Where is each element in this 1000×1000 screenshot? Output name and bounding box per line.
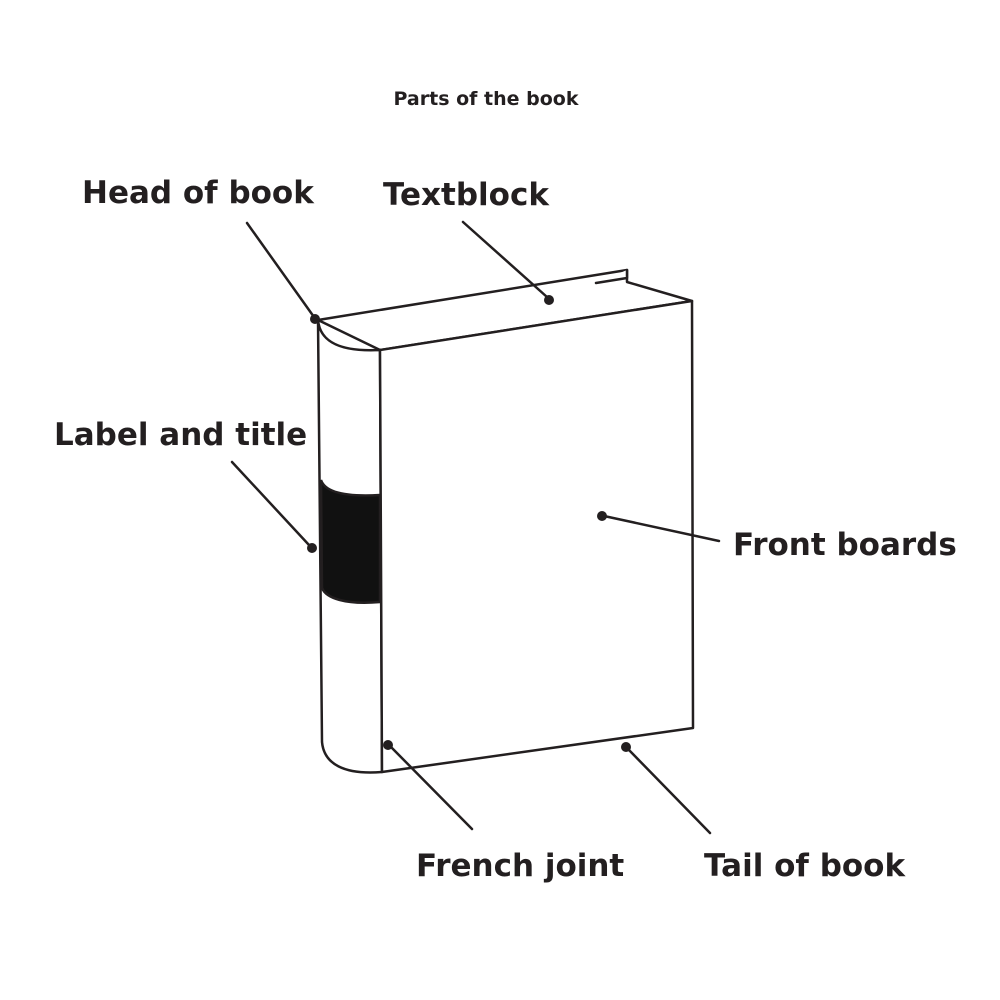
label-label-and-title: Label and title (54, 417, 307, 453)
label-french-joint: French joint (416, 848, 624, 884)
callout-french-joint: French joint (383, 740, 624, 884)
textblock-back-edge (594, 268, 629, 285)
callout-head-of-book: Head of book (82, 175, 320, 324)
callout-tail-of-book: Tail of book (621, 742, 906, 884)
leader-label-and-title (230, 460, 311, 547)
front-board (378, 299, 695, 774)
leader-head-of-book (245, 221, 316, 319)
spine-label-patch (319, 479, 382, 604)
callout-front-boards: Front boards (597, 511, 957, 563)
leader-tail-of-book (626, 747, 712, 835)
leader-french-joint (388, 744, 474, 831)
pointer-dot-label-and-title (307, 543, 317, 553)
callout-textblock: Textblock (383, 177, 554, 305)
label-head-of-book: Head of book (82, 175, 315, 211)
callout-label-and-title: Label and title (54, 417, 317, 553)
pointer-dot-tail-of-book (621, 742, 631, 752)
label-tail-of-book: Tail of book (704, 848, 906, 884)
leader-textblock (461, 220, 549, 299)
pointer-dot-textblock (544, 295, 554, 305)
pointer-dot-head-of-book (310, 314, 320, 324)
textblock-top (316, 268, 694, 352)
book-illustration (316, 268, 695, 774)
label-textblock: Textblock (383, 177, 550, 213)
diagram-title: Parts of the book (394, 88, 579, 110)
pointer-dot-front-boards (597, 511, 607, 521)
label-front-boards: Front boards (733, 527, 957, 563)
leader-front-boards (602, 514, 721, 543)
pointer-dot-french-joint (383, 740, 393, 750)
